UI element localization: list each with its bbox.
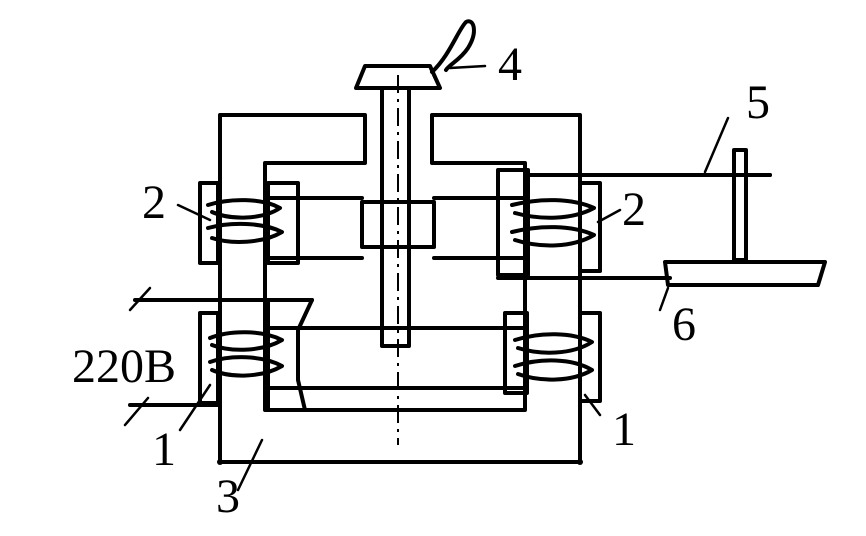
coil-1-left-bobbin-inner xyxy=(266,298,314,412)
terminal-mark-top xyxy=(128,286,152,312)
terminal-mark-bottom xyxy=(123,396,150,427)
label-2-left: 2 xyxy=(142,176,166,229)
coil-1-left-bobbin-outer xyxy=(198,311,220,405)
workpiece xyxy=(663,260,827,287)
leader-3 xyxy=(236,438,264,492)
coil-2-left-bobbin-inner xyxy=(266,181,300,265)
coil-2-right-bobbin-inner xyxy=(496,168,530,277)
coil-1-right-bobbin-inner xyxy=(503,311,529,395)
label-5: 5 xyxy=(746,76,770,129)
coil-2-left-windings xyxy=(206,198,284,244)
label-voltage: 220B xyxy=(72,340,176,393)
label-2-right: 2 xyxy=(622,183,646,236)
leader-1-right xyxy=(583,393,602,417)
coil-1-right-windings xyxy=(513,332,594,382)
leader-2-right xyxy=(596,208,622,224)
leader-1-left xyxy=(178,383,212,432)
electrode-holder xyxy=(732,148,748,262)
corner-dot-left xyxy=(217,459,223,465)
coil-1-right-bobbin-outer xyxy=(578,311,602,403)
coil-2-right-windings xyxy=(510,198,596,248)
leader-6 xyxy=(658,286,670,312)
label-1-right: 1 xyxy=(612,403,636,456)
leader-2-left xyxy=(176,203,212,222)
movable-block xyxy=(360,200,436,249)
coil-1-left-windings xyxy=(208,330,284,378)
label-4: 4 xyxy=(498,38,522,91)
adjuster-handle xyxy=(430,19,476,74)
screw-shaft xyxy=(380,86,411,348)
coil-2-right-bobbin-outer xyxy=(578,181,602,273)
corner-dot xyxy=(577,459,583,465)
screw-head xyxy=(354,64,442,90)
leader-5 xyxy=(703,116,730,174)
coil-2-left-bobbin-outer xyxy=(198,181,220,265)
label-3: 3 xyxy=(216,470,240,523)
label-1-left: 1 xyxy=(152,423,176,476)
label-6: 6 xyxy=(672,298,696,351)
leader-4 xyxy=(448,64,487,70)
